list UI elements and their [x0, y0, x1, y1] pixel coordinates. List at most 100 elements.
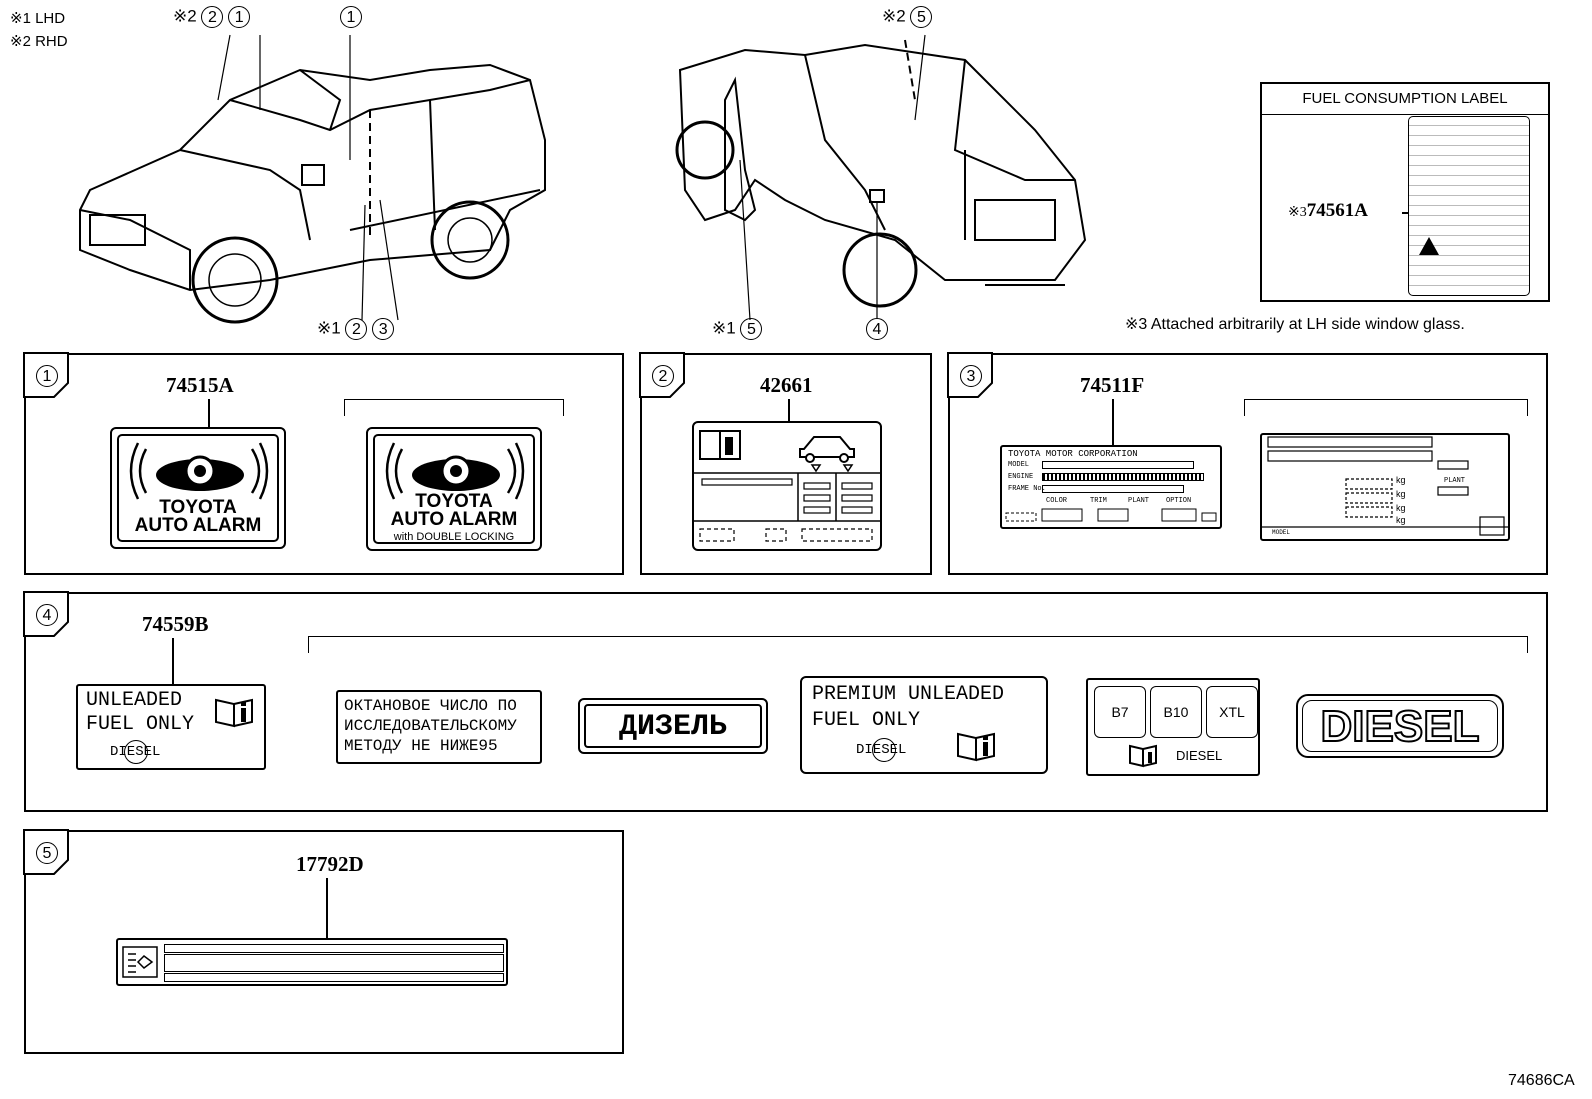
front-callout-top: ※2 2 1	[173, 6, 251, 28]
section-2: 2 42661	[639, 352, 932, 575]
dizel-text: ДИЗЕЛЬ	[618, 710, 728, 744]
section-index: 1	[36, 365, 58, 387]
field-box	[1042, 461, 1194, 469]
note-marker-rhd: ※2	[882, 6, 906, 26]
plate-engine: ENGINE	[1008, 473, 1034, 481]
plate-model: MODEL	[1008, 461, 1030, 469]
rear-callout-4: 4	[866, 318, 888, 340]
section-4: 4 74559B UNLEADED FUEL ONLY DIESEL ОКТАН…	[23, 591, 1548, 812]
unleaded-fuel-label: UNLEADED FUEL ONLY DIESEL	[76, 684, 266, 770]
callout-1: 1	[228, 6, 251, 28]
section-index: 4	[36, 604, 58, 626]
fuel-consumption-box: FUEL CONSUMPTION LABEL ※374561A	[1260, 82, 1550, 302]
emission-info-icon	[122, 946, 158, 978]
section-index: 3	[960, 365, 982, 387]
section-index: 5	[36, 842, 58, 864]
alarm-double-locking-label: TOYOTA AUTO ALARM with DOUBLE LOCKING	[366, 427, 542, 551]
note-marker-3: ※3	[1288, 205, 1307, 220]
plate-frame: FRAME No.	[1008, 485, 1046, 493]
unleaded-line1: UNLEADED	[86, 689, 183, 712]
plate-color: COLOR	[1046, 497, 1068, 505]
kg-unit: kg	[1396, 503, 1406, 513]
note-marker-lhd: ※1	[317, 318, 341, 338]
leader-line	[208, 399, 210, 429]
field-box	[1042, 473, 1204, 481]
part-number: 74511F	[1080, 373, 1145, 397]
fuel-consumption-part: ※374561A	[1288, 200, 1368, 222]
alarm-line1: TOYOTA	[159, 497, 237, 518]
russian-line2: ИССЛЕДОВАТЕЛЬСКОМУ	[344, 717, 517, 735]
vin-plate-label: TOYOTA MOTOR CORPORATION MODEL ENGINE FR…	[1000, 445, 1222, 529]
note-rhd: ※2 RHD	[10, 33, 68, 50]
vehicle-plate-graphic	[1262, 436, 1508, 536]
kg-unit: kg	[1396, 489, 1406, 499]
rear-callout-bottom: ※1 5	[712, 318, 763, 340]
callout-5: 5	[910, 6, 933, 28]
callout-5: 5	[740, 318, 763, 340]
callout-2: 2	[345, 318, 368, 340]
premium-unleaded-label: PREMIUM UNLEADED FUEL ONLY DIESEL	[800, 676, 1048, 774]
plate-option: OPTION	[1166, 497, 1192, 505]
leader-line	[172, 638, 174, 684]
figure-id: 74686CA	[1508, 1072, 1575, 1089]
kg-unit: kg	[1396, 475, 1406, 485]
note-marker-rhd: ※2	[173, 6, 197, 26]
front-vehicle-illustration	[79, 34, 546, 324]
rear-callout-top: ※2 5	[882, 6, 933, 28]
callout-2: 2	[201, 6, 224, 28]
manual-info-icon	[215, 698, 253, 728]
section-5: 5 17792D	[23, 829, 624, 1054]
plate-maker: TOYOTA MOTOR CORPORATION	[1008, 449, 1138, 459]
russian-line3: МЕТОДУ НЕ НИЖЕ95	[344, 737, 498, 755]
part-number: 42661	[760, 373, 813, 397]
note-marker-lhd: ※1	[712, 318, 736, 338]
grade-xtl: XTL	[1206, 686, 1258, 738]
grade-b10: B10	[1150, 686, 1202, 738]
bracket	[1244, 399, 1528, 416]
tire-info-label	[692, 421, 882, 551]
leader-line	[788, 399, 790, 423]
part-number: 74515A	[166, 373, 234, 397]
alarm-line2: AUTO ALARM	[390, 509, 518, 530]
kg-unit: kg	[1396, 515, 1406, 525]
warning-triangle-icon	[1419, 237, 1439, 255]
section-3: 3 74511F TOYOTA MOTOR CORPORATION MODEL …	[947, 352, 1548, 575]
fuel-grade-label: B7 B10 XTL DIESEL	[1086, 678, 1260, 776]
alarm-label: TOYOTA AUTO ALARM	[110, 427, 286, 549]
emission-label	[116, 938, 508, 986]
prohibition-icon	[872, 738, 896, 762]
plate-fields	[1005, 508, 1217, 522]
part-number: 74559B	[142, 612, 209, 636]
section-index: 2	[652, 365, 674, 387]
prohibition-icon	[124, 740, 148, 764]
plate-plant: PLANT	[1444, 477, 1466, 485]
front-callout-bottom: ※1 2 3	[317, 318, 395, 340]
alarm-car-icon	[129, 442, 269, 500]
front-callout-1b: 1	[340, 6, 362, 28]
russian-octane-label: ОКТАНОВОЕ ЧИСЛО ПО ИССЛЕДОВАТЕЛЬСКОМУ МЕ…	[336, 690, 542, 764]
fuel-consumption-title: FUEL CONSUMPTION LABEL	[1262, 84, 1548, 115]
grade-b7: B7	[1094, 686, 1146, 738]
premium-line1: PREMIUM UNLEADED	[812, 683, 1005, 706]
alarm-car-icon	[385, 442, 525, 500]
premium-line2: FUEL ONLY	[812, 709, 921, 732]
field-box	[1042, 485, 1184, 493]
leader-line	[1112, 399, 1114, 445]
dizel-label: ДИЗЕЛЬ	[578, 698, 768, 754]
section-1: 1 74515A TOYOTA AUTO ALARM TOYOTA AUTO A…	[23, 352, 624, 575]
part-number: 17792D	[296, 852, 364, 876]
plate-model: MODEL	[1272, 529, 1291, 536]
alarm-line1: TOYOTA	[415, 491, 493, 512]
diesel-big-text: DIESEL	[1320, 702, 1481, 751]
fuel-consumption-label-graphic	[1408, 116, 1530, 296]
callout-3: 3	[372, 318, 395, 340]
note-attached: ※3 Attached arbitrarily at LH side windo…	[1125, 316, 1465, 333]
manual-info-icon	[1129, 744, 1157, 768]
unleaded-line2: FUEL ONLY	[86, 713, 195, 736]
manual-info-icon	[957, 732, 995, 762]
part-number-74561A: 74561A	[1306, 200, 1368, 221]
vehicle-plate-label: kg kg kg kg PLANT MODEL	[1260, 433, 1510, 541]
bracket	[308, 636, 1528, 653]
alarm-line2: AUTO ALARM	[134, 515, 262, 536]
leader-line	[326, 878, 328, 938]
